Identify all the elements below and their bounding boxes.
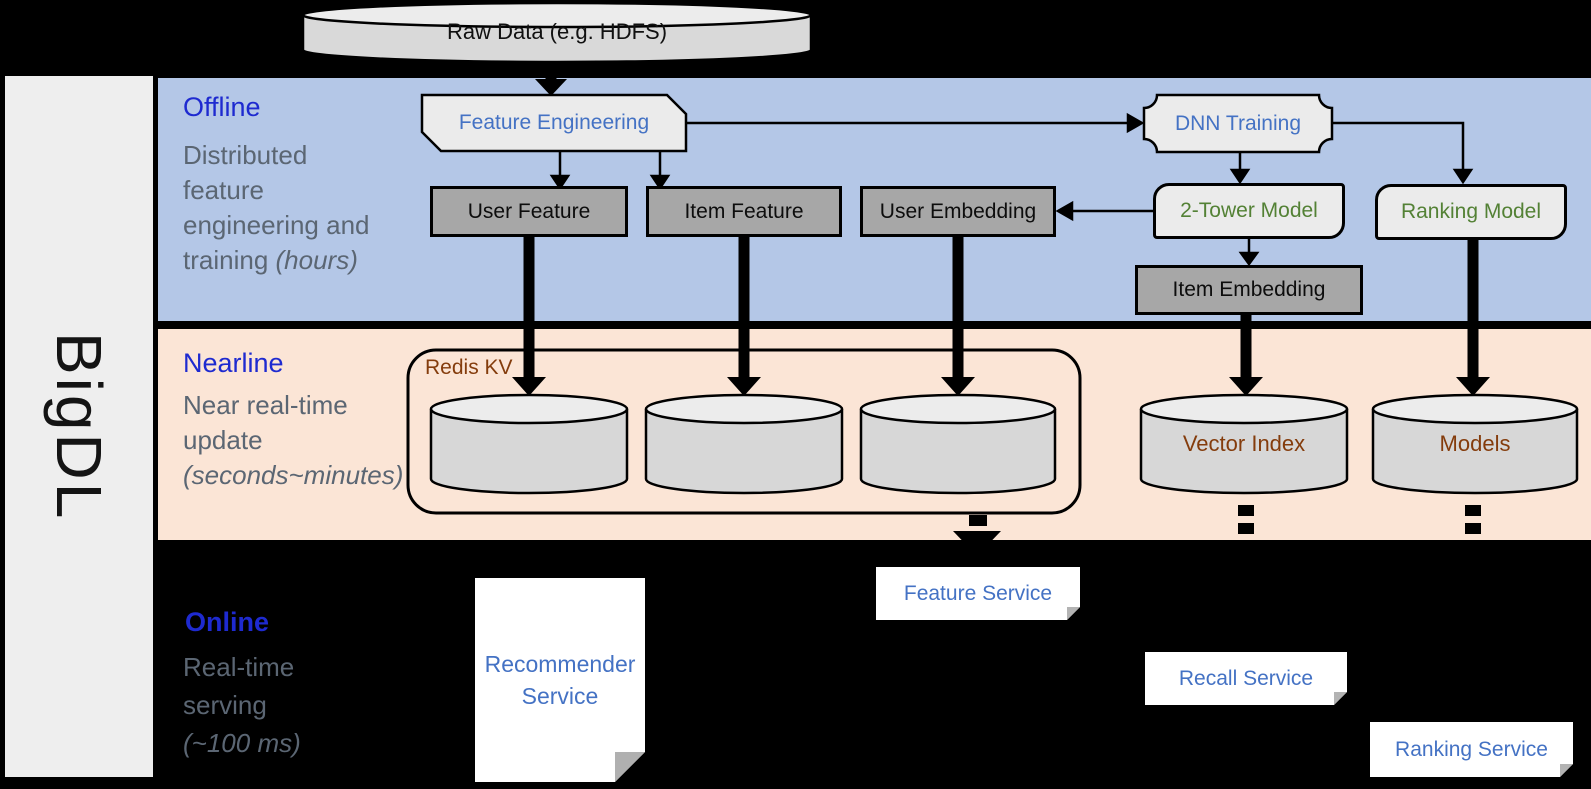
nearline-title: Nearline (183, 348, 284, 378)
user-feature-box: User Feature (430, 186, 628, 237)
brand-logo-text: BigDL (43, 331, 115, 522)
recommender-service-fold-corner (615, 752, 645, 782)
item-feature-box: Item Feature (646, 186, 842, 237)
recommender-service-doc: Recommender Service (475, 578, 645, 782)
nearline-description-text: Near real-time update (183, 390, 348, 455)
models-label: Models (1439, 431, 1511, 456)
offline-title: Offline (183, 92, 261, 122)
recall-service-box: Recall Service (1145, 652, 1347, 705)
vector-index-label: Vector Index (1182, 431, 1306, 456)
item-embedding-box: Item Embedding (1135, 265, 1363, 315)
nearline-description: Near real-time update (seconds~minutes) (183, 388, 433, 493)
ranking-service-fold-corner (1560, 764, 1573, 777)
recommender-service-label: Recommender Service (484, 650, 636, 709)
offline-description-text: Distributed feature engineering and trai… (183, 140, 370, 275)
online-title: Online (185, 607, 270, 637)
recall-service-label: Recall Service (1178, 666, 1314, 690)
offline-description: Distributed feature engineering and trai… (183, 138, 433, 278)
nearline-description-italic: (seconds~minutes) (183, 460, 404, 490)
feature-service-fold-corner (1067, 607, 1080, 620)
ranking-service-label: Ranking Service (1395, 737, 1548, 761)
recall-service-fold-corner (1334, 692, 1347, 705)
offline-description-italic: (hours) (275, 245, 358, 275)
online-description-italic: (~100 ms) (183, 728, 301, 758)
online-description-text: Real-time serving (183, 652, 295, 720)
brand-sidebar: BigDL (5, 76, 153, 777)
feature-service-box: Feature Service (876, 567, 1080, 620)
user-embedding-box: User Embedding (860, 186, 1056, 237)
ranking-service-box: Ranking Service (1370, 722, 1573, 777)
two-tower-model-box: 2-Tower Model (1153, 183, 1345, 239)
redis-kv-label: Redis KV (425, 356, 513, 379)
feature-engineering-label: Feature Engineering (458, 111, 650, 134)
raw-data-label: Raw Data (e.g. HDFS) (446, 19, 668, 44)
ranking-model-box: Ranking Model (1375, 184, 1567, 240)
dnn-training-label: DNN Training (1174, 111, 1302, 135)
feature-service-label: Feature Service (903, 581, 1053, 605)
online-description: Real-time serving (~100 ms) (183, 648, 433, 762)
